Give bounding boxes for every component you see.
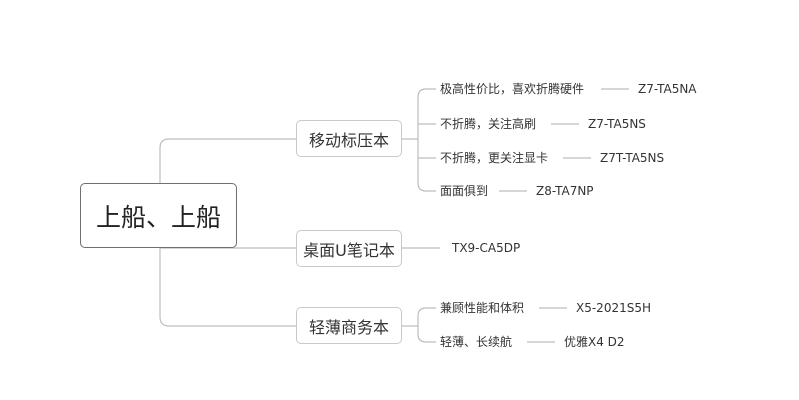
leaf-model: Z7T-TA5NS [600,151,665,165]
leaf-topic: 不折腾，关注高刷 [440,117,537,131]
leaf-topic: 面面俱到 [440,184,489,198]
connector-branch-1-bracket [402,88,436,192]
connector-root-branch-3 [159,216,296,327]
leaf-model: X5-2021S5H [576,301,651,315]
connector-branch-3-bracket [402,307,436,343]
root-node: 上船、上船 [80,183,237,248]
leaf-topic: 极高性价比，喜欢折腾硬件 [440,82,585,96]
leaf-model: TX9-CA5DP [452,241,521,255]
leaf-model: 优雅X4 D2 [564,335,625,349]
connector-root-branch-1 [159,138,296,217]
leaf-model: Z7-TA5NS [588,117,646,131]
leaf-topic: 不折腾，更关注显卡 [440,151,549,165]
leaf-topic: 兼顾性能和体积 [440,301,525,315]
leaf-model: Z7-TA5NA [638,82,697,96]
branch-node-desktop-cpu: 桌面U笔记本 [296,230,402,267]
leaf-topic: 轻薄、长续航 [440,335,513,349]
branch-node-thin-business: 轻薄商务本 [296,307,402,344]
leaf-model: Z8-TA7NP [536,184,594,198]
branch-node-mobile-h: 移动标压本 [296,120,402,157]
